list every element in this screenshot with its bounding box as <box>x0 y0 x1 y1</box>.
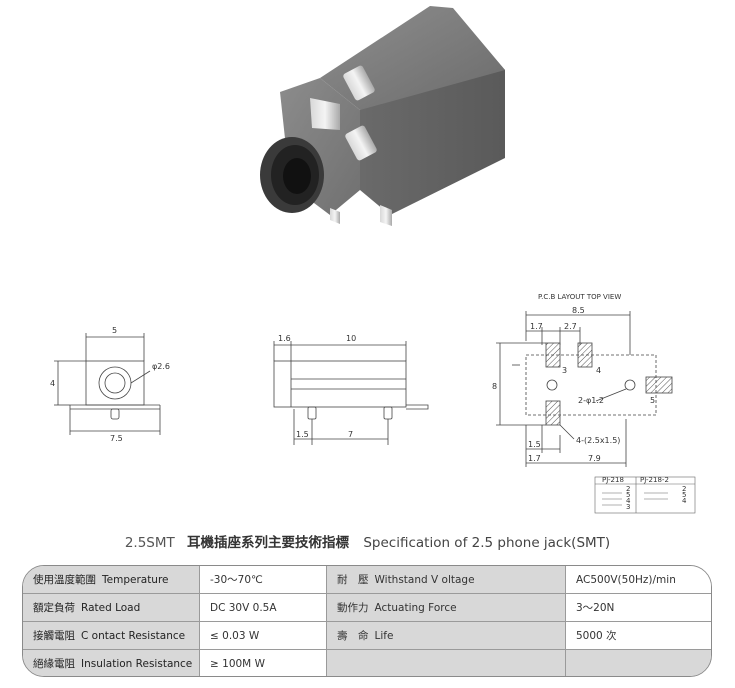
front-hole-dim: φ2.6 <box>152 362 170 371</box>
schematic-right-pin: 5 <box>682 491 686 499</box>
schematic-box <box>594 476 696 514</box>
spec-code: 2.5SMT <box>124 535 175 551</box>
product-photo <box>260 6 505 226</box>
front-height-dim: 4 <box>50 379 55 388</box>
schematic-left-pin: 4 <box>626 497 631 505</box>
schematic-right-pin: 4 <box>682 497 687 505</box>
front-base-dim: 7.5 <box>110 434 123 443</box>
pcb-bottom-dim-2: 1.7 <box>528 454 541 463</box>
spec-value: DC 30V 0.5A <box>199 593 327 622</box>
pcb-layout <box>496 311 673 467</box>
pcb-dim-2: 2.7 <box>564 322 577 331</box>
side-dim-d: 7 <box>348 430 353 439</box>
pcb-pin-5: 5 <box>650 396 655 405</box>
blank-cell <box>326 649 566 676</box>
side-dim-b: 10 <box>346 334 356 343</box>
pcb-dim-1: 1.7 <box>530 322 543 331</box>
pcb-bottom-dim-1: 1.5 <box>528 440 541 449</box>
pcb-hole-dim: 2-φ1.2 <box>578 396 604 405</box>
side-view <box>273 341 429 445</box>
spec-value: AC500V(50Hz)/min <box>565 566 711 594</box>
technical-drawings: 5 4 φ2.6 7.5 1.6 10 1.5 7 P.C.B LAYOUT T… <box>50 293 696 514</box>
schematic-left-pin: 3 <box>626 503 630 511</box>
pcb-pin-3: 3 <box>562 366 567 375</box>
pcb-height-dim: 8 <box>492 382 497 391</box>
schematic-right-title: PJ-218-2 <box>640 476 669 484</box>
pcb-overall-dim: 8.5 <box>572 306 585 315</box>
schematic-right-pin: 2 <box>682 485 686 493</box>
pcb-pin-4: 4 <box>596 366 601 375</box>
spec-title-zh: 耳機插座系列主要技術指標 <box>187 535 350 551</box>
schematic-left-title: PJ-218 <box>602 476 624 484</box>
spec-title-en: Specification of 2.5 phone jack(SMT) <box>363 535 611 551</box>
side-dim-a: 1.6 <box>278 334 291 343</box>
front-width-dim: 5 <box>112 326 117 335</box>
schematic-left-pin: 2 <box>626 485 630 493</box>
front-view <box>54 333 161 435</box>
side-dim-c: 1.5 <box>296 430 309 439</box>
spec-title: 2.5SMT 耳機插座系列主要技術指標 Specification of 2.5… <box>0 531 735 551</box>
spec-value: 3～20N <box>565 593 711 622</box>
spec-value: 5000 次 <box>565 621 711 650</box>
spec-value: ≥ 100M W <box>199 649 327 676</box>
spec-value: -30～70℃ <box>199 566 327 594</box>
pcb-pad-dim: 4-(2.5x1.5) <box>576 436 620 445</box>
blank-cell <box>565 649 711 676</box>
schematic-left-pin: 5 <box>626 491 630 499</box>
spec-value: ≤ 0.03 W <box>199 621 327 650</box>
pcb-title: P.C.B LAYOUT TOP VIEW <box>538 293 621 301</box>
pcb-bottom-dim-3: 7.9 <box>588 454 601 463</box>
